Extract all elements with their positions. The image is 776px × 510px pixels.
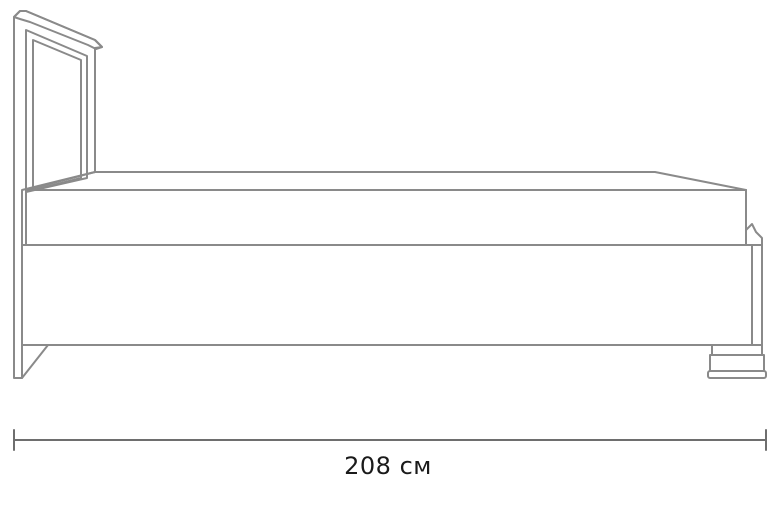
headboard-panel-inner <box>32 39 82 191</box>
foot-middle <box>709 354 765 372</box>
headboard-outer-frame <box>13 10 103 379</box>
bed-foot <box>707 344 767 379</box>
headboard <box>13 10 103 379</box>
length-dimension <box>13 429 767 451</box>
headboard-panel-outer <box>25 29 88 193</box>
side-rail <box>21 244 753 346</box>
mattress-body <box>25 189 747 246</box>
mattress-top <box>25 171 747 191</box>
headboard-leg-shadow <box>21 344 49 379</box>
foot-base <box>707 370 767 379</box>
headboard-top-cap <box>13 10 103 50</box>
dimension-label: 208 см <box>344 452 432 480</box>
foot-upper <box>711 344 763 356</box>
footboard-post-cap <box>745 223 763 246</box>
footboard-post <box>745 223 763 346</box>
bed-base <box>21 244 753 379</box>
mattress <box>25 171 747 246</box>
